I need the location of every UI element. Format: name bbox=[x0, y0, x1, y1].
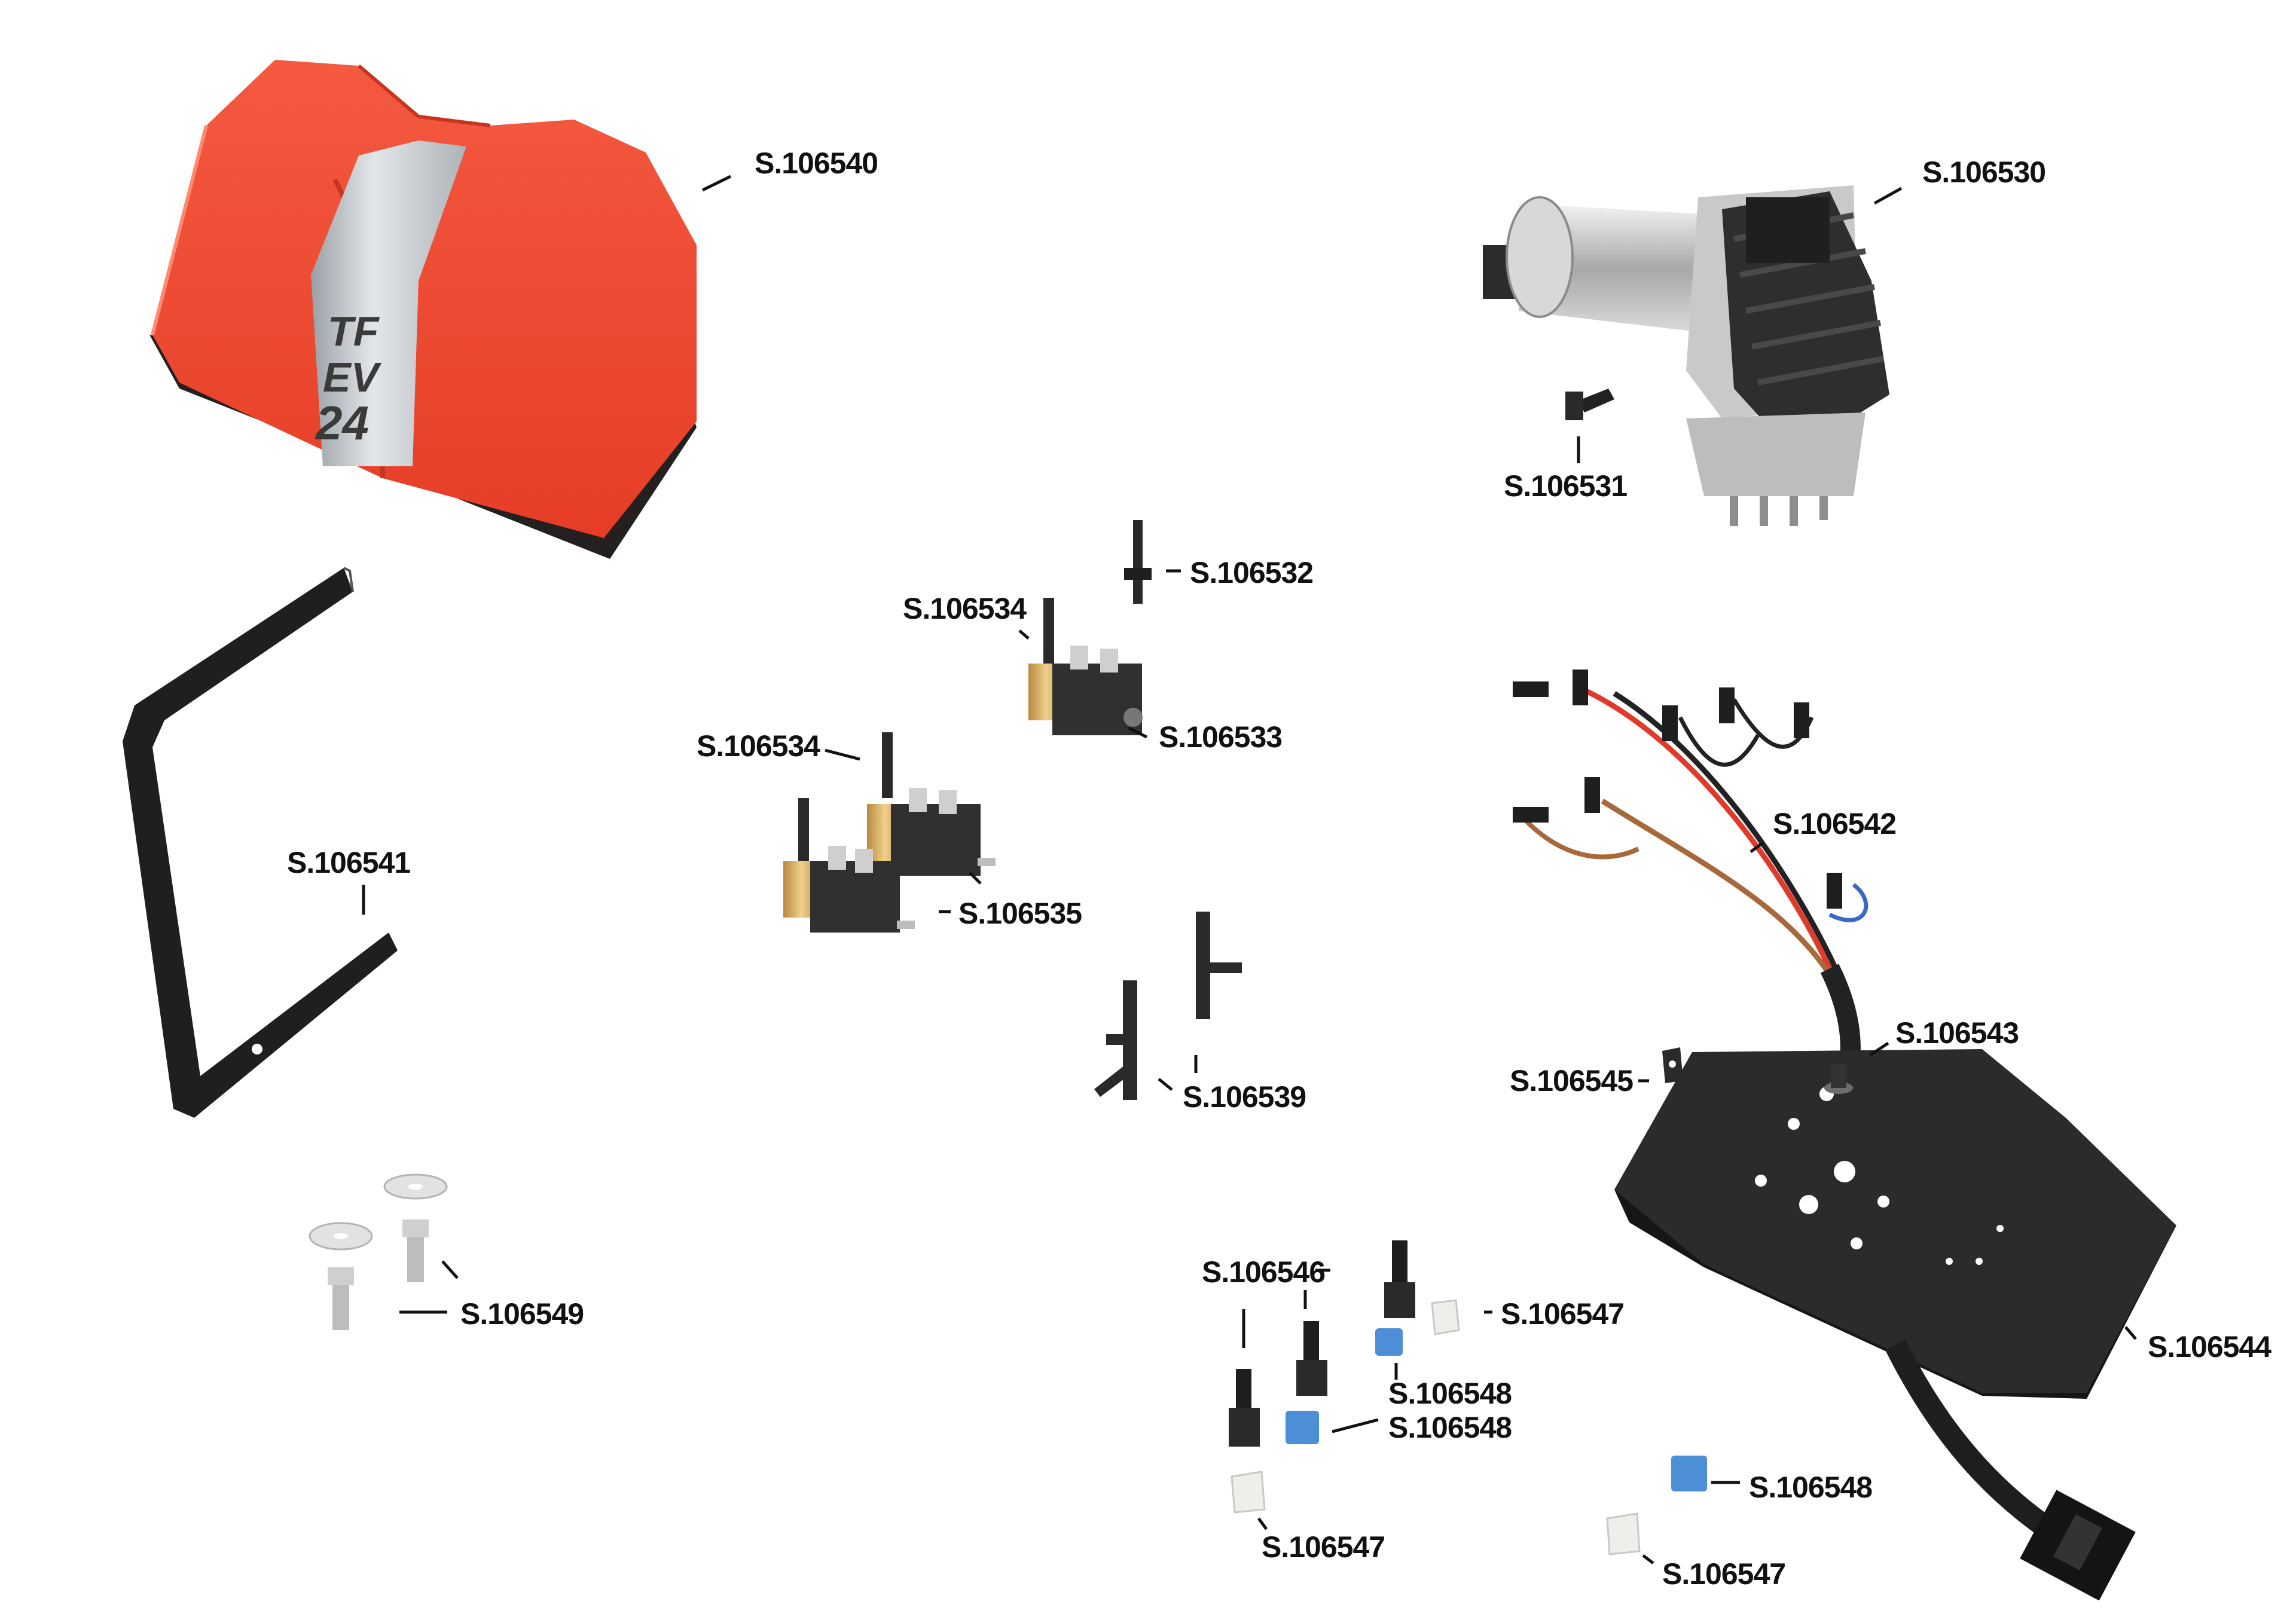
base-plate-part[interactable] bbox=[1614, 1049, 2176, 1601]
part-label-screws-washers: S.106549 bbox=[460, 1297, 584, 1331]
clamp-c-part[interactable] bbox=[1671, 1456, 1707, 1491]
part-label-base-plate: S.106544 bbox=[2148, 1330, 2271, 1364]
part-label-clip: S.106545 bbox=[1510, 1064, 1633, 1098]
cap-b-part[interactable] bbox=[1232, 1472, 1265, 1512]
tee-connectors-part[interactable] bbox=[1094, 912, 1242, 1100]
cover-marking-line-2: EV bbox=[323, 354, 382, 401]
part-label-cover: S.106540 bbox=[755, 146, 878, 180]
clamp-a-part[interactable] bbox=[1375, 1328, 1403, 1356]
part-label-clamp-b: S.106548 bbox=[1388, 1411, 1512, 1444]
inline-connector-part[interactable] bbox=[1124, 520, 1152, 604]
cover-marking-line-1: TF bbox=[328, 308, 380, 354]
part-label-clamp-a: S.106548 bbox=[1388, 1377, 1512, 1410]
elbow-fitting-part[interactable] bbox=[1565, 389, 1614, 420]
cap-c-part[interactable] bbox=[1607, 1514, 1639, 1554]
part-label-tee-connectors: S.106539 bbox=[1183, 1080, 1306, 1114]
part-label-compressor: S.106530 bbox=[1922, 155, 2045, 189]
bracket-part[interactable] bbox=[123, 568, 398, 1118]
part-label-fitting-upper: S.106534 bbox=[903, 592, 1027, 625]
part-label-inline-connector: S.106532 bbox=[1190, 556, 1313, 589]
part-label-solenoid-valve-pair: S.106535 bbox=[958, 897, 1082, 930]
part-label-cap-c: S.106547 bbox=[1662, 1557, 1785, 1591]
part-label-solenoid-valve: S.106533 bbox=[1159, 720, 1282, 754]
part-label-elbow-fitting: S.106531 bbox=[1504, 469, 1627, 503]
screws-washers-part[interactable] bbox=[310, 1175, 447, 1330]
part-label-fitting-lower: S.106534 bbox=[697, 729, 820, 763]
part-label-grommet: S.106543 bbox=[1895, 1016, 2019, 1050]
cover-marking-line-3: 24 bbox=[315, 396, 369, 450]
cap-a-part[interactable] bbox=[1432, 1300, 1459, 1334]
part-label-cap-a: S.106547 bbox=[1501, 1297, 1624, 1331]
part-label-clamp-c: S.106548 bbox=[1749, 1471, 1872, 1504]
clip-part[interactable] bbox=[1662, 1047, 1683, 1083]
clamp-b-part[interactable] bbox=[1286, 1411, 1319, 1444]
part-label-wiring-harness: S.106542 bbox=[1773, 807, 1896, 840]
part-label-hose-nipples: S.106546 bbox=[1202, 1255, 1325, 1289]
wiring-harness-part[interactable] bbox=[1513, 670, 1866, 1088]
part-label-cap-b: S.106547 bbox=[1262, 1530, 1385, 1564]
cover-part[interactable]: TF EV 24 bbox=[149, 60, 697, 559]
part-label-bracket: S.106541 bbox=[287, 846, 410, 879]
solenoid-valve-part[interactable] bbox=[1028, 598, 1143, 735]
